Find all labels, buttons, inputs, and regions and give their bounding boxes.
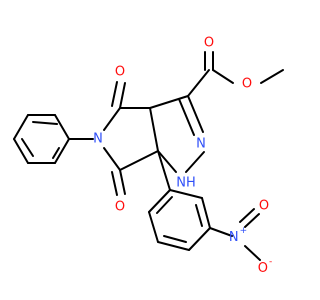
bond-c3-n2-b [178,98,195,136]
bond-c4-n5 [103,107,121,131]
bond-ar-double-1 [195,204,203,227]
bond-ester-to-ring [187,69,210,97]
bond-ph-6 [54,138,70,164]
bond-methyl-o [260,69,284,84]
atom-n-pyrazoline-nh: NH [176,176,196,191]
atom-o-ester-ether: O [242,77,252,92]
atom-n-nitro-charge: + [240,226,248,236]
bond-group [13,51,284,261]
bond-n1-c6a [157,150,177,173]
bond-ar-6 [148,189,171,213]
bond-ar-5 [148,211,159,243]
atom-o-nitro-top: O [259,199,269,214]
bond-ph-3 [13,114,29,140]
atom-o-lower-carbonyl: O [115,200,125,215]
bond-ar-double-3 [156,196,173,214]
bond-ar-double-2 [163,235,187,243]
atom-o-upper-carbonyl: O [115,65,125,80]
bond-c6a-aryl [157,150,171,191]
bond-c6-o-b [111,171,118,196]
bond-ph-double-2 [21,138,34,157]
atom-n-imide: N [93,132,103,147]
bond-n-o-top-b [239,208,255,223]
atom-n-pyrazoline-eq: N [196,137,206,152]
bond-c3a-c6a [149,107,159,152]
bond-ar-1 [169,189,203,199]
molecule-structure-diagram: O O O O N N NH N+ O O- [13,36,284,276]
bond-o-ester-carbon [212,69,234,84]
bond-c4-o-a [119,82,126,109]
bond-ph-double-1 [32,121,58,125]
bond-c4-o-b [111,81,118,107]
bond-n5-c6 [103,147,121,171]
bond-ph-4 [13,138,29,164]
atom-o-ester-carbonyl: O [204,36,214,51]
bond-c3-n2-a [187,95,204,133]
atom-o-nitro-bottom-charge: - [269,257,272,267]
bond-ph-1 [54,114,70,140]
bond-n-o-top-a [244,213,260,228]
bond-c6-c6a [119,150,159,171]
atom-o-nitro-bottom-symbol: O [258,261,268,276]
atom-n-nitro: N+ [229,226,247,245]
bond-ar-no2 [209,227,233,237]
atom-n-nitro-symbol: N [229,230,239,245]
bond-c6-o-a [119,169,126,195]
bond-ph-double-3 [52,147,60,159]
bond-ar-3 [188,227,211,251]
bond-ar-2 [201,197,211,229]
bond-ar-4 [157,241,190,251]
atom-o-nitro-bottom: O- [258,257,272,276]
bond-c3a-c3 [149,95,189,109]
bond-n-o-bottom [244,245,261,261]
bond-n2-n1 [185,151,205,173]
atom-labels: O O O O N N NH N+ O O- [93,36,272,276]
